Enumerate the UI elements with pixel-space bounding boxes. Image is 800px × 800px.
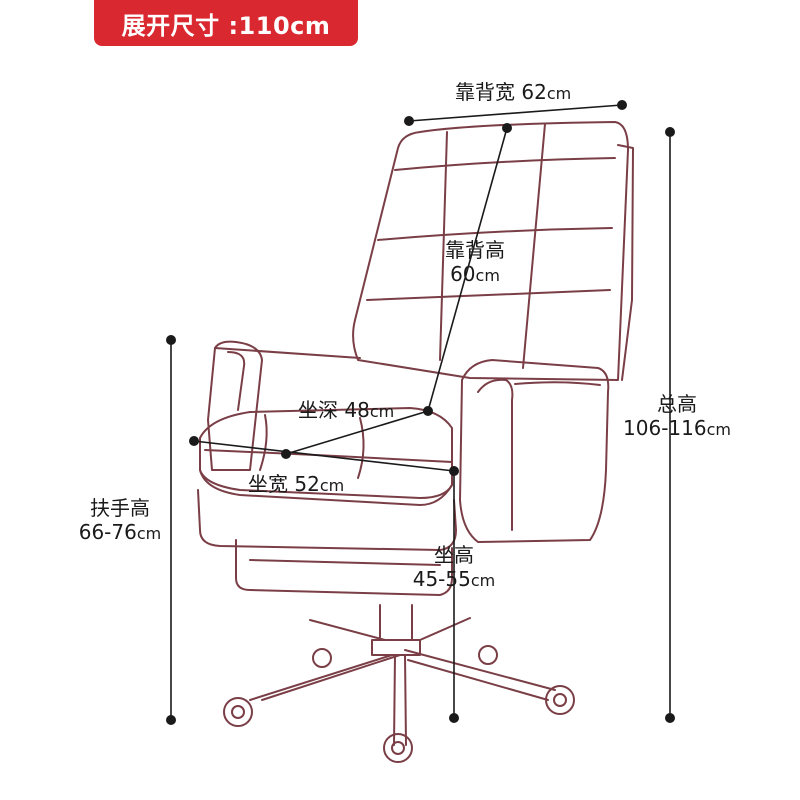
seat-width-label: 坐宽 52cm bbox=[248, 472, 344, 498]
backrest-height-label: 靠背高 60cm bbox=[430, 238, 520, 288]
backrest-height-line bbox=[427, 127, 508, 412]
seat-depth-label: 坐深 48cm bbox=[298, 398, 394, 424]
seat-height-value: 45-55 bbox=[412, 567, 471, 591]
backrest-width-line bbox=[408, 104, 623, 122]
backrest-height-name: 靠背高 bbox=[445, 238, 505, 262]
chair-outline bbox=[197, 121, 634, 763]
seat-width-unit: cm bbox=[319, 476, 345, 495]
total-height-unit: cm bbox=[706, 420, 731, 439]
unfolded-size-badge: 展开尺寸 :110cm bbox=[94, 0, 358, 46]
armrest-height-label: 扶手高 66-76cm bbox=[72, 496, 168, 546]
unfolded-size-text: 展开尺寸 :110cm bbox=[121, 11, 331, 40]
seat-depth-value: 48 bbox=[344, 398, 370, 422]
seat-depth-unit: cm bbox=[369, 402, 395, 421]
total-height-value: 106-116 bbox=[623, 416, 707, 440]
seat-depth-name: 坐深 bbox=[298, 398, 338, 422]
backrest-width-value: 62 bbox=[521, 80, 547, 104]
backrest-height-value: 60 bbox=[450, 262, 476, 286]
armrest-height-value: 66-76 bbox=[78, 520, 137, 544]
seat-height-label: 坐高 45-55cm bbox=[404, 543, 504, 593]
total-height-label: 总高 106-116cm bbox=[614, 392, 740, 442]
backrest-width-unit: cm bbox=[546, 84, 572, 103]
total-height-name: 总高 bbox=[657, 392, 697, 416]
seat-height-name: 坐高 bbox=[434, 543, 474, 567]
seat-depth-line bbox=[285, 410, 429, 455]
armrest-height-name: 扶手高 bbox=[90, 496, 150, 520]
armrest-height-unit: cm bbox=[136, 524, 162, 543]
backrest-width-label: 靠背宽 62cm bbox=[455, 80, 571, 106]
dimension-lines bbox=[170, 104, 671, 720]
dimension-endpoints bbox=[166, 100, 675, 725]
backrest-height-unit: cm bbox=[475, 266, 500, 285]
seat-height-unit: cm bbox=[470, 571, 496, 590]
backrest-width-name: 靠背宽 bbox=[455, 80, 515, 104]
seat-width-line bbox=[193, 440, 455, 472]
seat-width-value: 52 bbox=[294, 472, 320, 496]
seat-width-name: 坐宽 bbox=[248, 472, 288, 496]
